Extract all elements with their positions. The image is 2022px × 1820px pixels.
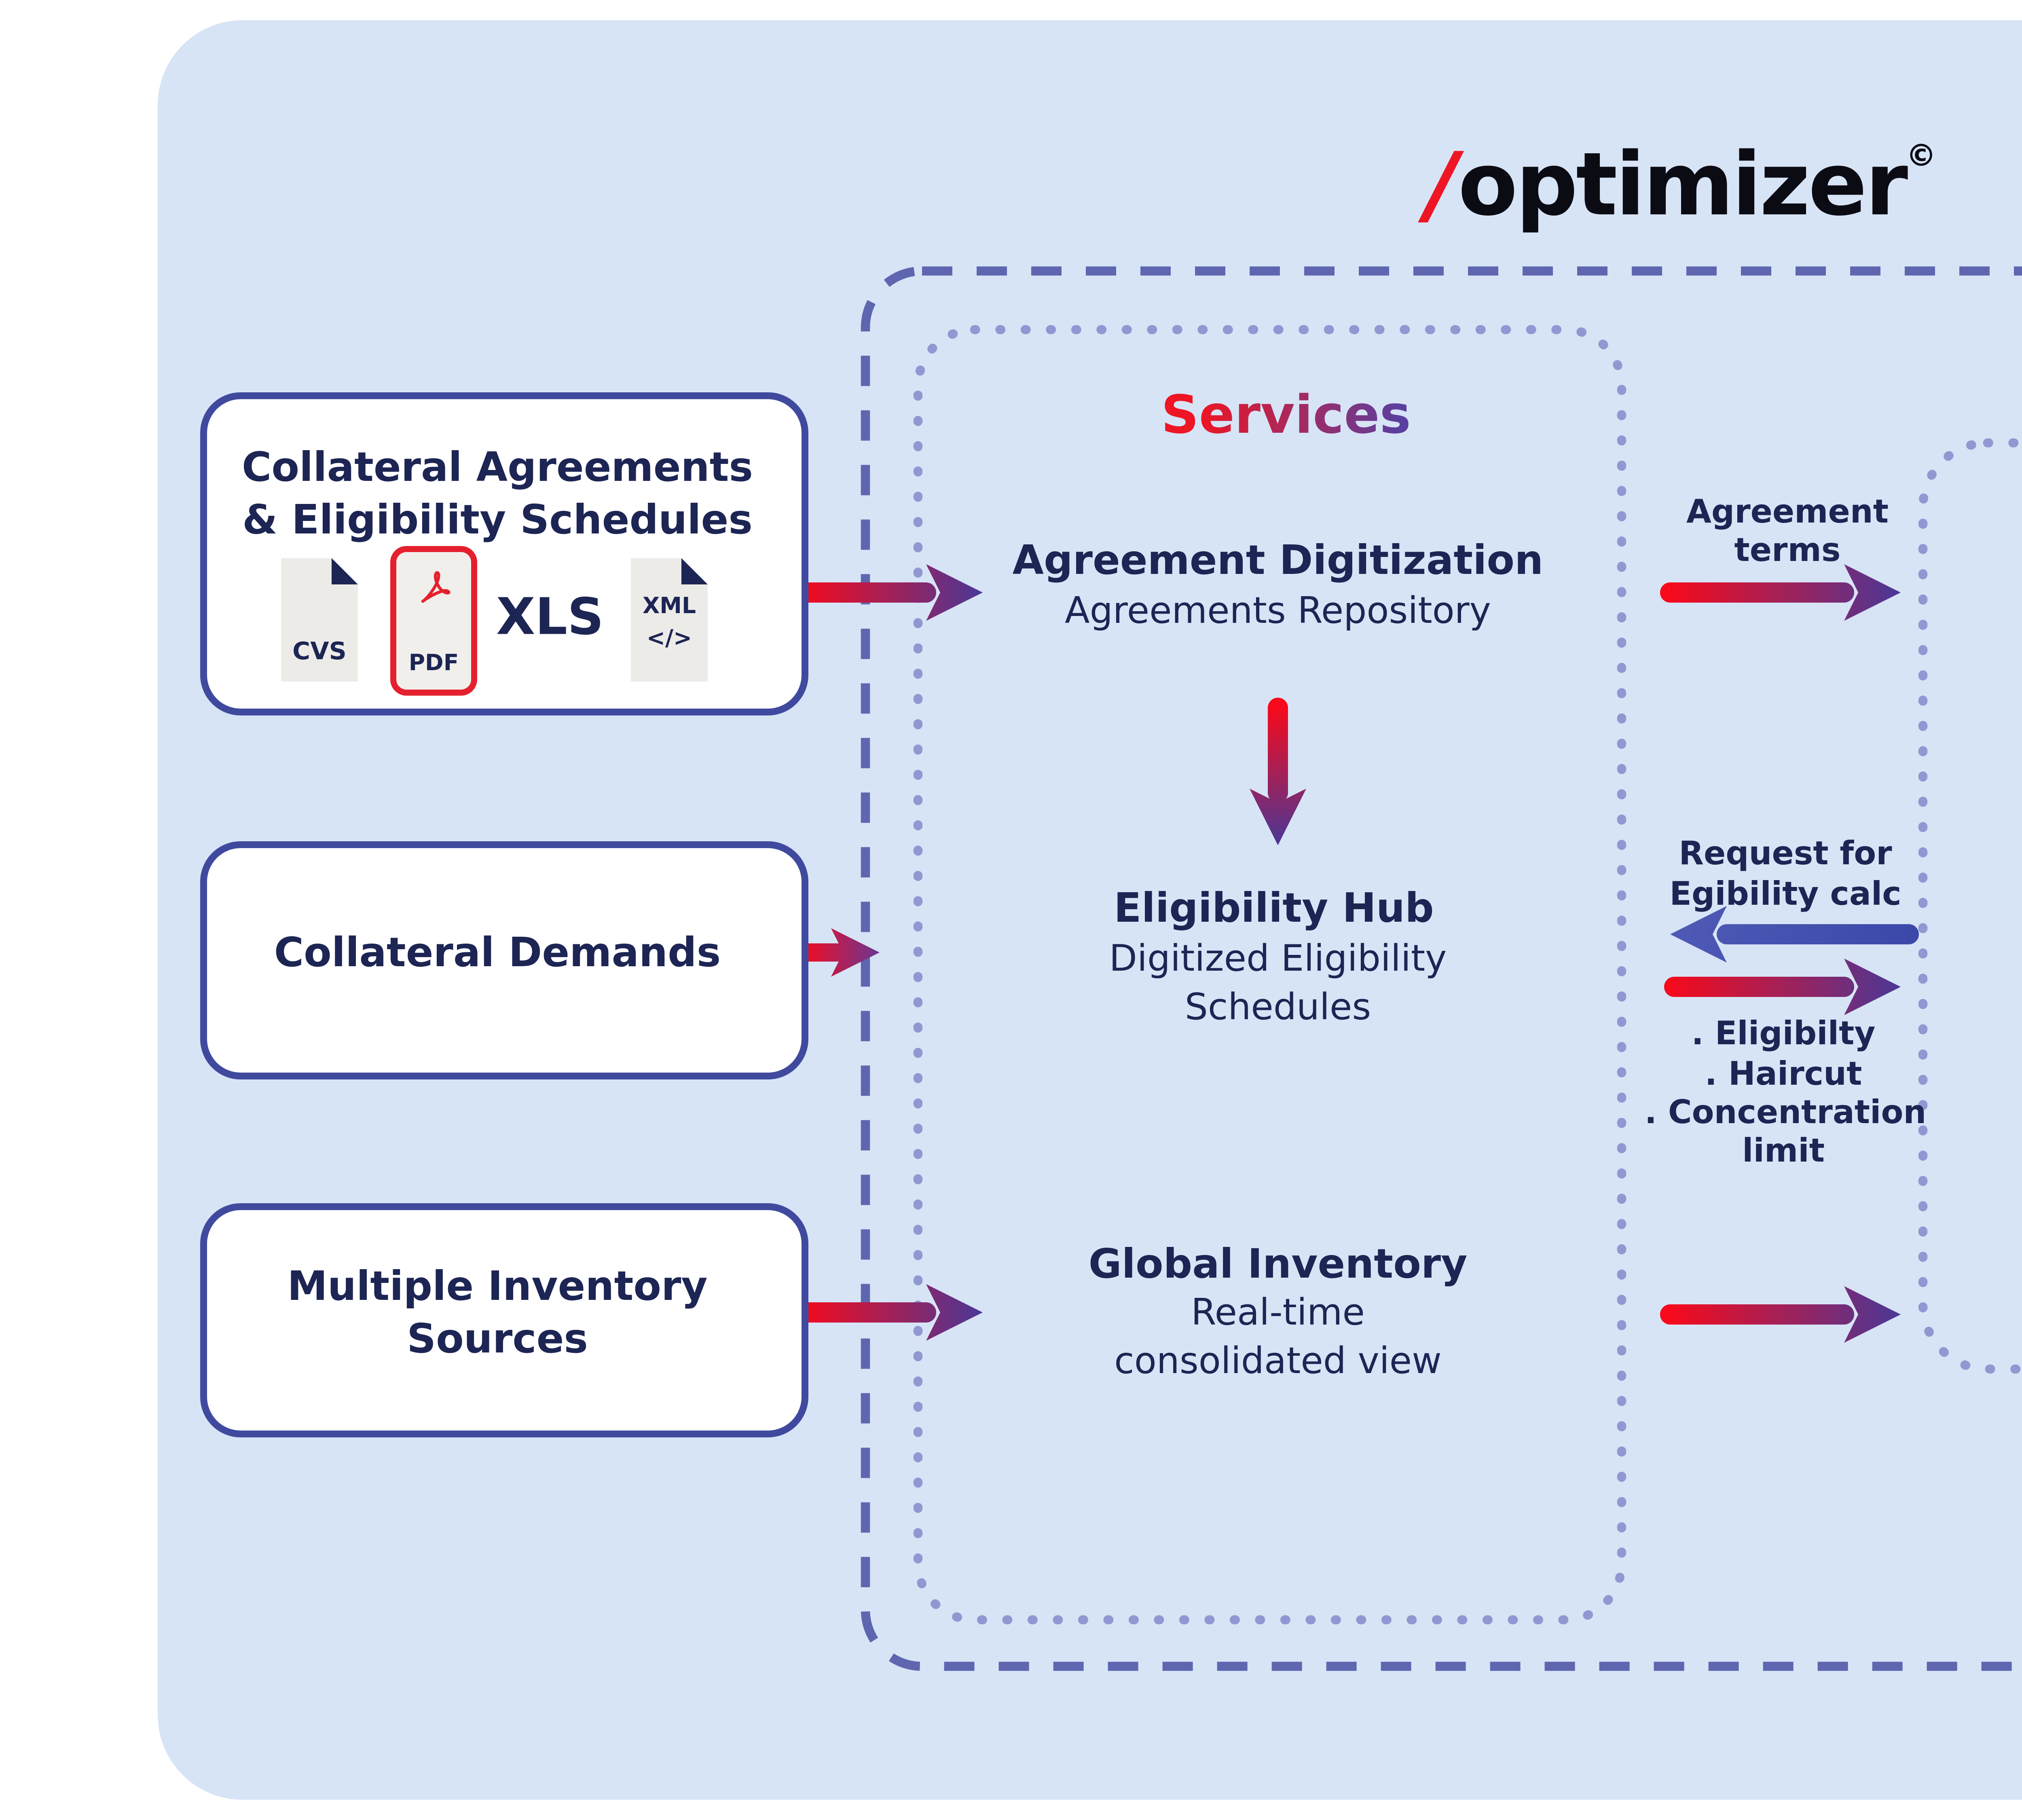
- eligibility-hub-title: Eligibility Hub: [1114, 884, 1434, 931]
- pdf-logo-glyph-icon: [421, 571, 450, 603]
- inventory-line1: Multiple Inventory: [287, 1262, 708, 1310]
- global-inventory-title: Global Inventory: [1088, 1240, 1468, 1287]
- agreements-line2: & Eligibility Schedules: [242, 496, 753, 543]
- eligibility-hub-subtitle-line2: Schedules: [1184, 986, 1371, 1028]
- outer-dashed-boundary: [861, 266, 2022, 1671]
- copyright-mark: ©: [1906, 138, 1936, 173]
- cvs-file-label: CVS: [292, 637, 347, 665]
- global-inventory-subtitle-line2: consolidated view: [1114, 1340, 1442, 1382]
- xml-file-label: XML: [642, 593, 696, 618]
- box-collateral-demands: [200, 841, 808, 1079]
- calc-output-limit: limit: [1742, 1132, 1825, 1169]
- arrow-eligibility-outputs: [1664, 959, 1901, 1015]
- arrow-agreements-to-digitization: [791, 564, 983, 621]
- cvs-fold-corner-icon: [332, 558, 358, 584]
- request-label-line2: Egibility calc: [1669, 875, 1901, 912]
- arrow-agreement-terms: [1660, 564, 1901, 621]
- xls-file-label: XLS: [496, 587, 604, 646]
- services-region-title: Services: [1161, 384, 1411, 445]
- inventory-line2: Sources: [407, 1315, 588, 1362]
- global-inventory-subtitle-line1: Real-time: [1191, 1291, 1365, 1333]
- arrow-digitization-to-eligibility: [1250, 698, 1306, 845]
- calc-output-eligibility: . Eligibilty: [1691, 1014, 1876, 1052]
- engine-dotted-boundary: [1918, 438, 2022, 1374]
- calc-output-haircut: . Haircut: [1705, 1055, 1862, 1092]
- logo-slash-icon: /: [1426, 133, 1458, 235]
- xml-fold-corner-icon: [681, 558, 708, 584]
- xml-code-glyph: </>: [646, 625, 692, 651]
- pdf-file-icon: PDF: [390, 546, 477, 696]
- page-title: /optimizer©: [1276, 133, 2022, 235]
- request-label-line1: Request for: [1679, 834, 1892, 872]
- logo-word: optimizer: [1458, 133, 1908, 235]
- agreement-terms-line1: Agreement: [1686, 493, 1889, 530]
- eligibility-hub-subtitle-line1: Digitized Eligibility: [1109, 937, 1447, 980]
- agreement-digitization-subtitle: Agreements Repository: [1065, 589, 1491, 632]
- demands-line1: Collateral Demands: [274, 929, 721, 976]
- xml-file-icon: XML </>: [631, 558, 708, 681]
- arrow-request-for-eligibility: [1670, 906, 1919, 963]
- services-dotted-boundary: [913, 325, 1626, 1625]
- cvs-file-icon: CVS: [281, 558, 358, 681]
- agreement-digitization-title: Agreement Digitization: [1012, 536, 1544, 584]
- box-multiple-inventory-sources: [200, 1203, 808, 1437]
- pdf-file-label: PDF: [408, 650, 459, 675]
- agreements-line1: Collateral Agreements: [241, 443, 753, 491]
- agreement-terms-line2: terms: [1734, 531, 1841, 569]
- arrow-inventory-to-global: [791, 1284, 983, 1341]
- arrow-global-to-engine: [1660, 1286, 1901, 1343]
- calc-output-concentration: . Concentration: [1644, 1093, 1927, 1131]
